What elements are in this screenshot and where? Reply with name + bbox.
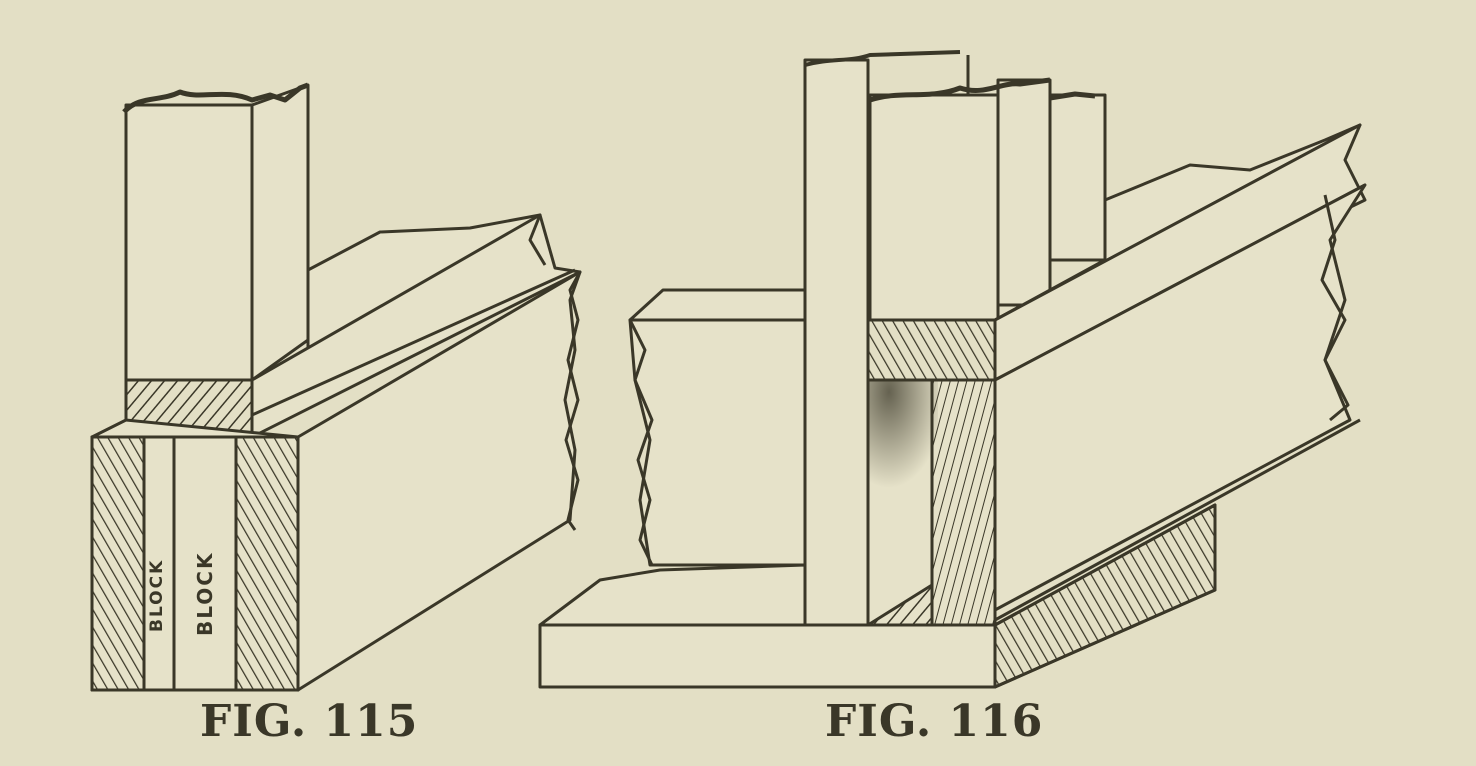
block-label-left: BLOCK (147, 558, 167, 632)
figure-115-caption: FIG. 115 (200, 696, 419, 747)
figure-115-drawing (90, 82, 582, 692)
block-label-right: BLOCK (193, 551, 217, 636)
figure-116-caption: FIG. 116 (825, 696, 1044, 747)
figure-116-drawing (538, 50, 1367, 689)
